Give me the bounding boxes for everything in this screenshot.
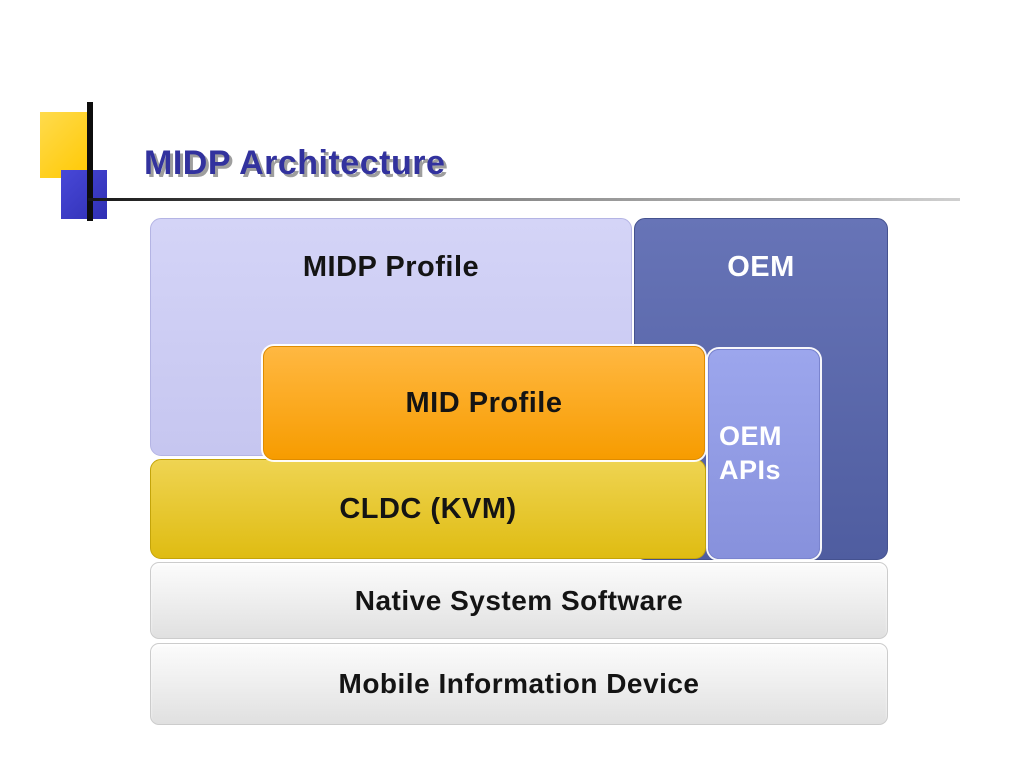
block-native-system-software-label: Native System Software bbox=[354, 584, 684, 616]
block-cldc-kvm: CLDC (KVM) bbox=[150, 459, 706, 559]
block-mobile-information-device-label: Mobile Information Device bbox=[338, 668, 700, 699]
block-oem-label: OEM bbox=[727, 251, 795, 283]
block-mobile-information-device: Mobile Information Device bbox=[150, 643, 888, 725]
title-underline-rule bbox=[88, 198, 960, 201]
slide-title: MIDP Architecture bbox=[144, 144, 446, 182]
decoration-vertical-line bbox=[87, 102, 93, 221]
block-oem-apis: OEM APIs bbox=[708, 349, 820, 559]
block-native-system-software: Native System Software bbox=[150, 562, 888, 639]
block-midp-profile-label: MIDP Profile bbox=[302, 251, 480, 283]
block-oem-apis-label: OEM APIs bbox=[719, 421, 783, 485]
decoration-yellow-square bbox=[40, 112, 93, 178]
block-mid-profile: MID Profile bbox=[263, 346, 705, 460]
block-cldc-kvm-label: CLDC (KVM) bbox=[339, 492, 517, 525]
decoration-blue-square bbox=[61, 170, 107, 219]
block-mid-profile-label: MID Profile bbox=[405, 386, 563, 419]
